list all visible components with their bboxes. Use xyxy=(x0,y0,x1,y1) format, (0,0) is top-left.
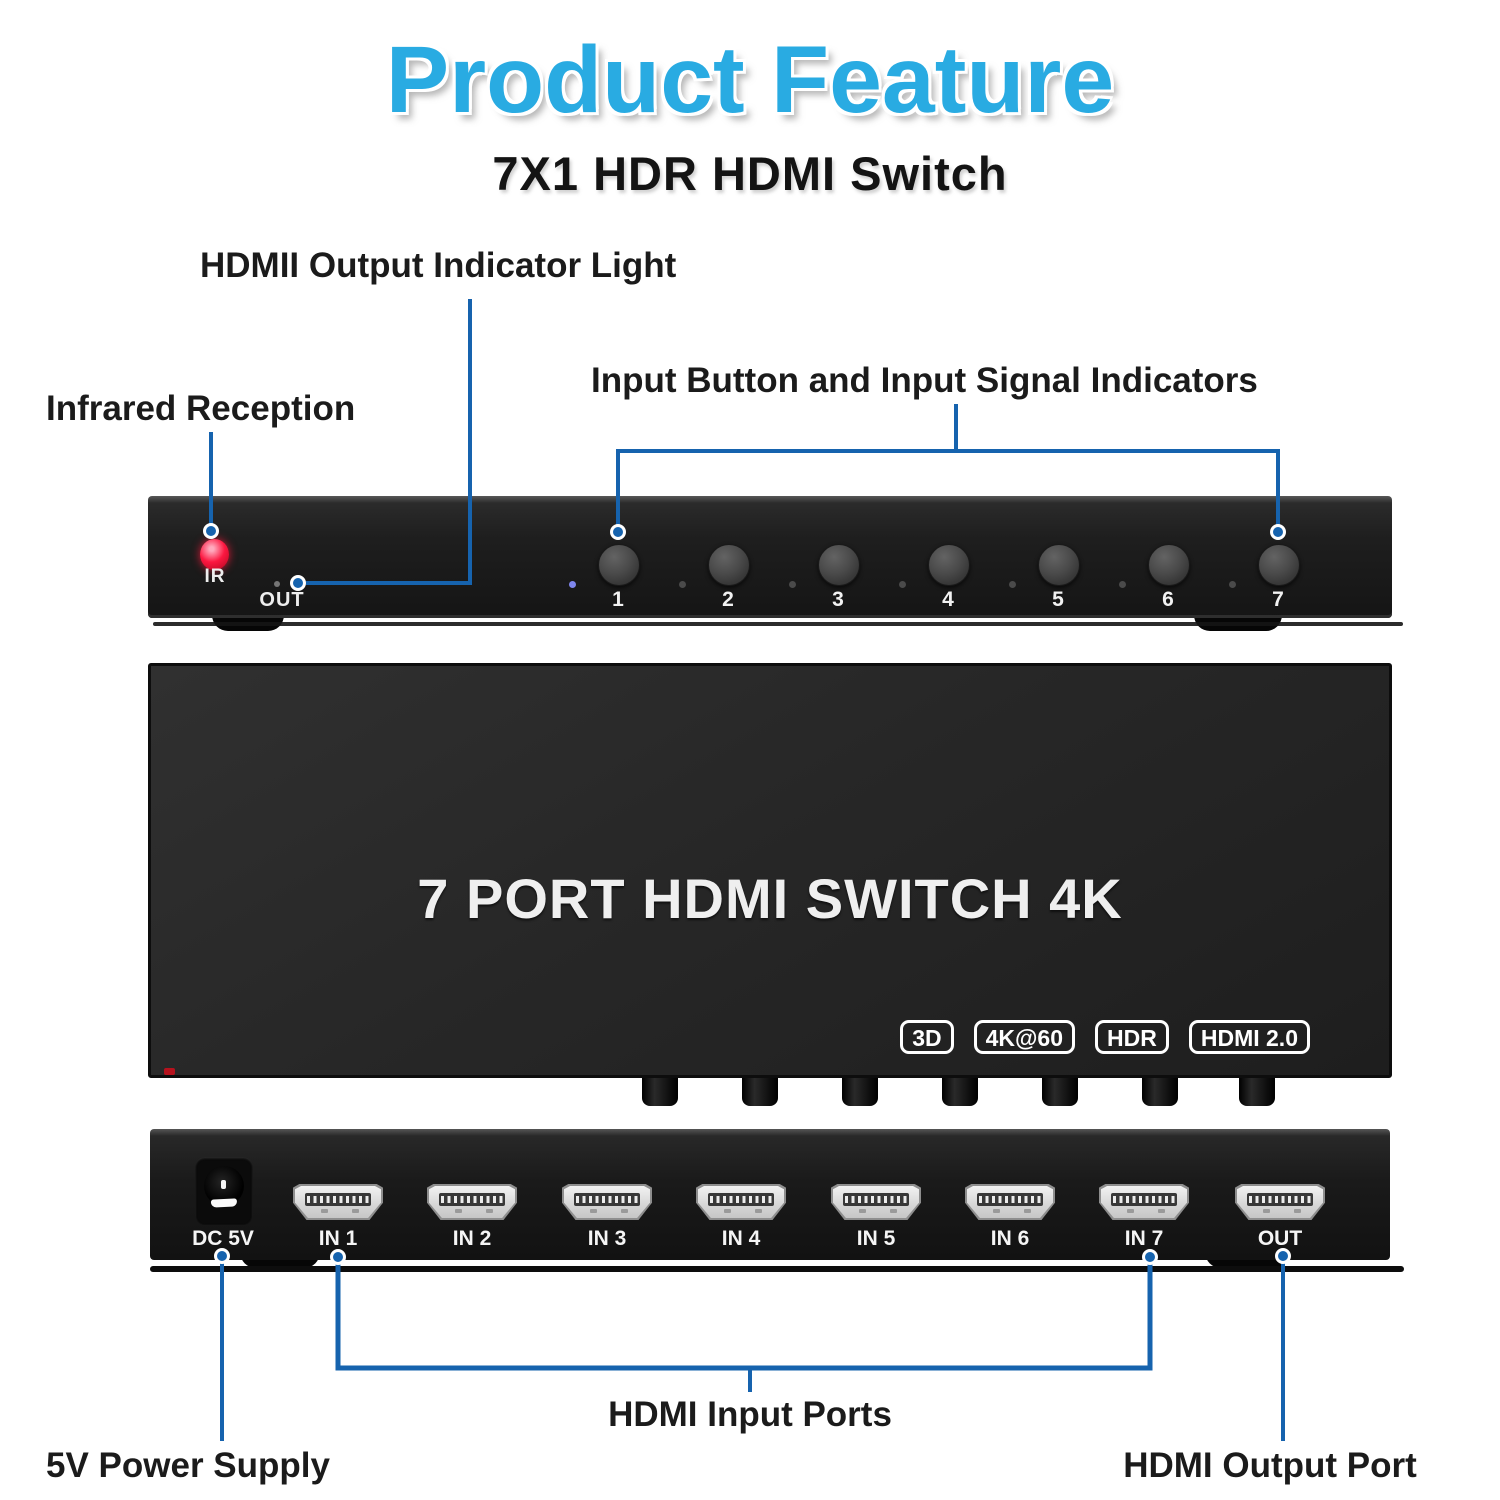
hdmi-port-slot xyxy=(843,1193,909,1206)
hdmi-port-slot xyxy=(439,1193,505,1206)
button-number-6: 6 xyxy=(1162,588,1174,611)
hdmi-port-contacts xyxy=(1127,1209,1134,1213)
ir-receiver-led xyxy=(200,539,229,570)
label-infrared-reception: Infrared Reception xyxy=(46,389,356,428)
hdmi-port-slot xyxy=(1111,1193,1177,1206)
signal-led-4 xyxy=(898,581,906,588)
dc-jack-notch xyxy=(210,1198,238,1208)
signal-led-1 xyxy=(568,581,576,588)
hdmi-port-contacts xyxy=(993,1209,1000,1213)
page-title: Product Feature xyxy=(385,27,1115,133)
input-button-5 xyxy=(1038,544,1080,586)
hdmi-port-body xyxy=(1101,1186,1187,1218)
hdmi-port-contacts xyxy=(724,1209,731,1213)
front-panel xyxy=(148,496,1392,618)
hdmi-port-contacts xyxy=(1263,1209,1270,1213)
hdmi-port-contacts xyxy=(455,1209,462,1213)
hdmi-port-contacts xyxy=(321,1209,328,1213)
dc-power-label: DC 5V xyxy=(192,1227,254,1250)
hdmi-port-contacts xyxy=(590,1209,597,1213)
button-number-3: 3 xyxy=(832,588,844,611)
input-button-4 xyxy=(928,544,970,586)
port-label-in-5: IN 5 xyxy=(856,1227,896,1250)
button-number-2: 2 xyxy=(722,588,734,611)
signal-led-2 xyxy=(678,581,686,588)
top-view-enclosure xyxy=(148,663,1392,1078)
label-input-buttons: Input Button and Input Signal Indicators xyxy=(591,361,1258,400)
hdmi-port-pins xyxy=(1113,1196,1175,1203)
dc-power-jack xyxy=(195,1157,253,1225)
input-button-2 xyxy=(708,544,750,586)
signal-led-3 xyxy=(788,581,796,588)
hdmi-port-body xyxy=(429,1186,515,1218)
input-button-3 xyxy=(818,544,860,586)
input-button-6 xyxy=(1148,544,1190,586)
signal-led-6 xyxy=(1118,581,1126,588)
hdmi-port-in-7 xyxy=(1099,1184,1189,1220)
enclosure-print: 7 PORT HDMI SWITCH 4K xyxy=(417,867,1123,930)
hdmi-port-slot xyxy=(977,1193,1043,1206)
hdmi-port-contacts xyxy=(859,1209,866,1213)
label-hdmi-output-indicator: HDMII Output Indicator Light xyxy=(200,246,677,285)
hdmi-port-pins xyxy=(307,1196,369,1203)
hdmi-port-slot xyxy=(708,1193,774,1206)
hdmi-port-slot xyxy=(305,1193,371,1206)
feature-badges: 3D 4K@60 HDR HDMI 2.0 xyxy=(900,1020,1310,1054)
port-label-in-7: IN 7 xyxy=(1124,1227,1164,1250)
hdmi-port-in-2 xyxy=(427,1184,517,1220)
hdmi-port-pins xyxy=(710,1196,772,1203)
hdmi-port-body xyxy=(698,1186,784,1218)
hdmi-port-body xyxy=(564,1186,650,1218)
page-subtitle: 7X1 HDR HDMI Switch xyxy=(492,147,1008,200)
hdmi-port-body xyxy=(967,1186,1053,1218)
button-number-5: 5 xyxy=(1052,588,1064,611)
output-indicator-led xyxy=(274,581,280,587)
hdmi-port-pins xyxy=(441,1196,503,1203)
hdmi-port-pins xyxy=(576,1196,638,1203)
hdmi-port-in-5 xyxy=(831,1184,921,1220)
button-number-1: 1 xyxy=(612,588,624,611)
label-power-supply: 5V Power Supply xyxy=(46,1446,330,1485)
port-label-in-2: IN 2 xyxy=(452,1227,492,1250)
input-button-7 xyxy=(1258,544,1300,586)
button-number-7: 7 xyxy=(1272,588,1284,611)
hdmi-port-pins xyxy=(845,1196,907,1203)
port-label-out: OUT xyxy=(1257,1227,1303,1250)
dc-jack-pin xyxy=(221,1180,226,1189)
button-number-4: 4 xyxy=(942,588,954,611)
hdmi-port-body xyxy=(295,1186,381,1218)
ir-label: IR xyxy=(204,566,226,587)
enclosure-red-mark xyxy=(164,1068,175,1075)
hdmi-port-slot xyxy=(574,1193,640,1206)
signal-led-7 xyxy=(1228,581,1236,588)
front-panel-shadow xyxy=(153,622,1403,626)
out-label: OUT xyxy=(259,589,305,611)
hdmi-port-slot xyxy=(1247,1193,1313,1206)
hdmi-port-pins xyxy=(1249,1196,1311,1203)
badge-4k-60: 4K@60 xyxy=(973,1020,1076,1054)
hdmi-port-out xyxy=(1235,1184,1325,1220)
hdmi-port-pins xyxy=(979,1196,1041,1203)
port-label-in-4: IN 4 xyxy=(721,1227,761,1250)
hdmi-port-in-1 xyxy=(293,1184,383,1220)
port-label-in-6: IN 6 xyxy=(990,1227,1030,1250)
input-ports-bracket xyxy=(335,1262,1153,1371)
rear-panel-shadow xyxy=(150,1266,1404,1272)
badge-hdmi-2-0: HDMI 2.0 xyxy=(1188,1020,1310,1054)
port-label-in-1: IN 1 xyxy=(318,1227,358,1250)
input-button-1 xyxy=(598,544,640,586)
badge-3d: 3D xyxy=(900,1020,954,1054)
hdmi-port-in-3 xyxy=(562,1184,652,1220)
hdmi-port-body xyxy=(1237,1186,1323,1218)
port-label-in-3: IN 3 xyxy=(587,1227,627,1250)
hdmi-port-body xyxy=(833,1186,919,1218)
badge-hdr: HDR xyxy=(1095,1020,1169,1054)
hdmi-port-in-4 xyxy=(696,1184,786,1220)
signal-led-5 xyxy=(1008,581,1016,588)
label-hdmi-output-port: HDMI Output Port xyxy=(1123,1446,1417,1485)
label-hdmi-input-ports: HDMI Input Ports xyxy=(608,1395,892,1434)
hdmi-port-in-6 xyxy=(965,1184,1055,1220)
